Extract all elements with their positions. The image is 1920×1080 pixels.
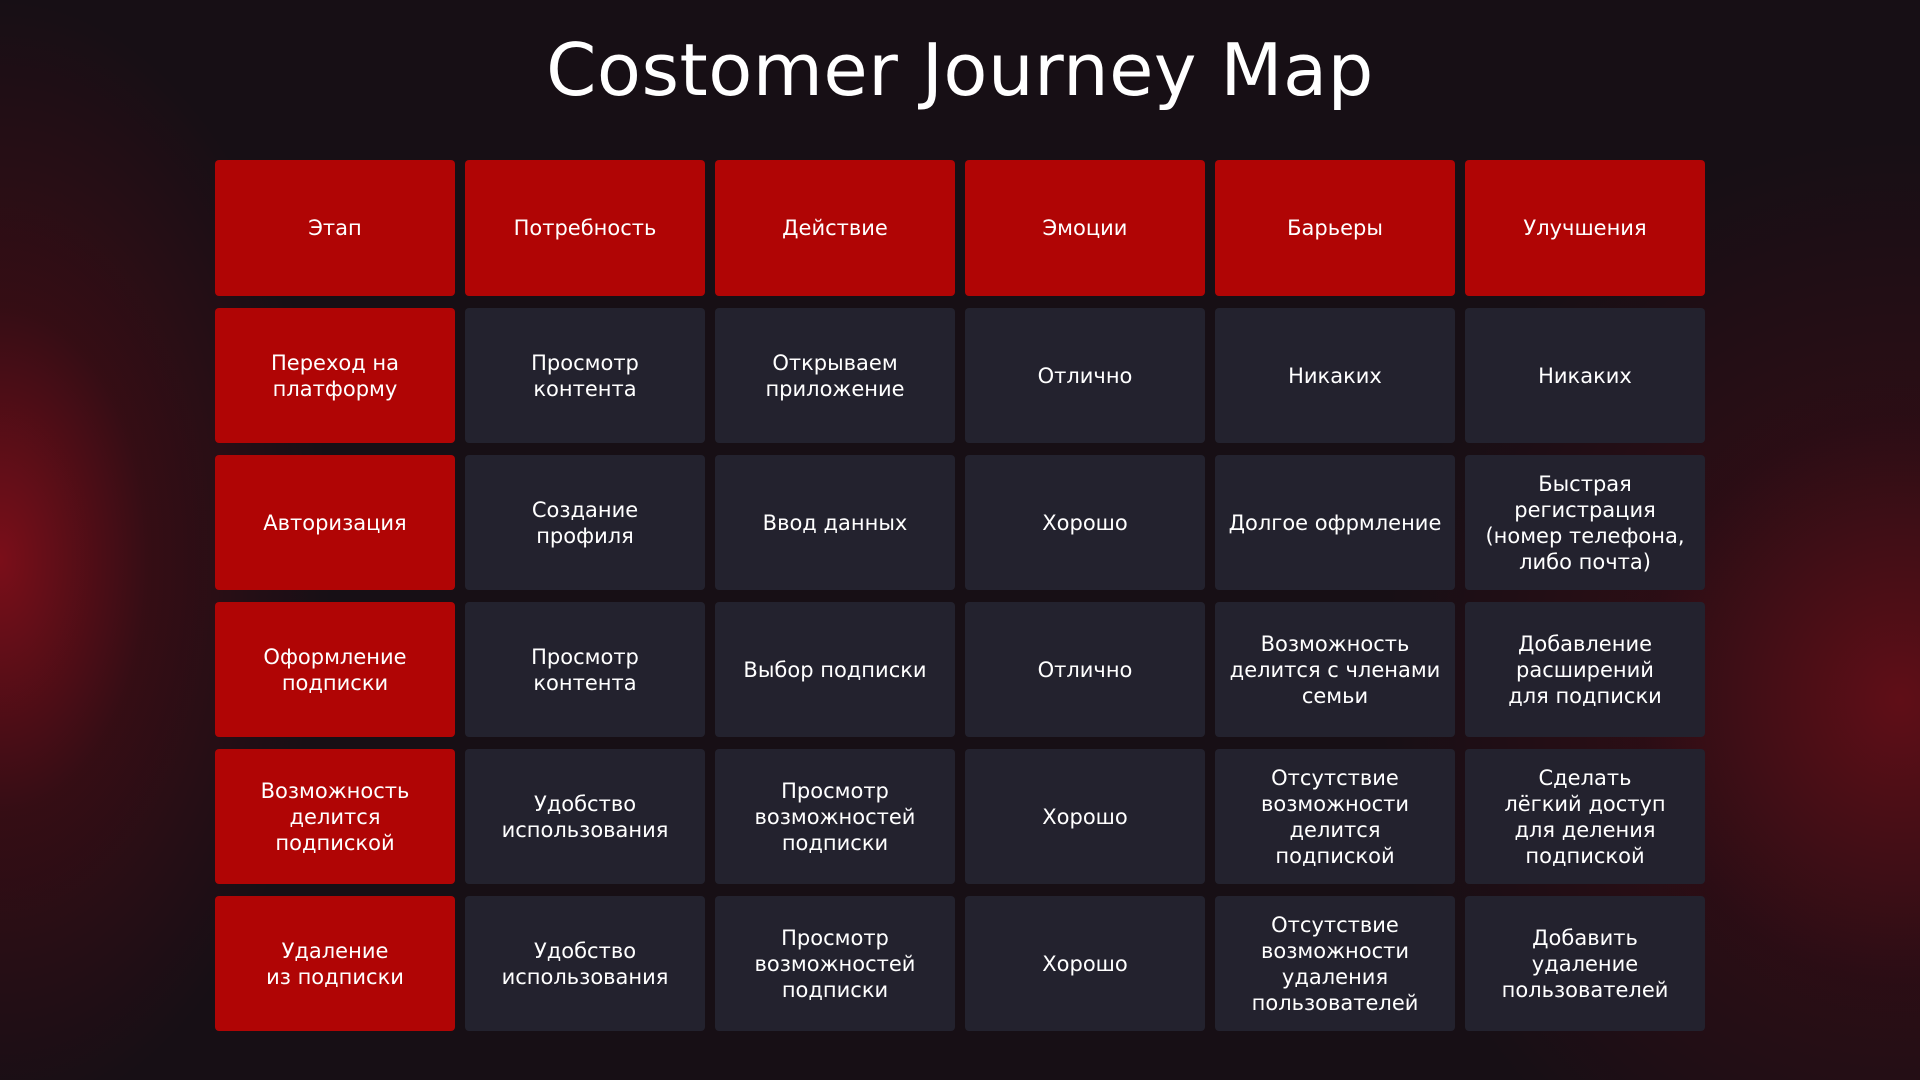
column-header-barriers: Барьеры — [1215, 160, 1455, 296]
column-header-need: Потребность — [465, 160, 705, 296]
action-cell: Ввод данных — [715, 455, 955, 590]
stage-cell: Возможность делится подпиской — [215, 749, 455, 884]
column-header-action: Действие — [715, 160, 955, 296]
emotion-cell: Хорошо — [965, 749, 1205, 884]
need-cell: Удобство использования — [465, 749, 705, 884]
action-cell: Выбор подписки — [715, 602, 955, 737]
barrier-cell: Отсутствие возможности удаления пользова… — [1215, 896, 1455, 1031]
column-header-emotions: Эмоции — [965, 160, 1205, 296]
emotion-cell: Отлично — [965, 602, 1205, 737]
improvement-cell: Быстрая регистрация (номер телефона, либ… — [1465, 455, 1705, 590]
column-header-stage: Этап — [215, 160, 455, 296]
column-header-improvements: Улучшения — [1465, 160, 1705, 296]
journey-map-table: Этап Потребность Действие Эмоции Барьеры… — [215, 160, 1705, 1031]
action-cell: Просмотр возможностей подписки — [715, 749, 955, 884]
improvement-cell: Никаких — [1465, 308, 1705, 443]
action-cell: Просмотр возможностей подписки — [715, 896, 955, 1031]
need-cell: Создание профиля — [465, 455, 705, 590]
barrier-cell: Долгое офрмление — [1215, 455, 1455, 590]
stage-cell: Авторизация — [215, 455, 455, 590]
barrier-cell: Никаких — [1215, 308, 1455, 443]
action-cell: Открываем приложение — [715, 308, 955, 443]
need-cell: Просмотр контента — [465, 308, 705, 443]
page-title: Costomer Journey Map — [546, 28, 1374, 112]
emotion-cell: Отлично — [965, 308, 1205, 443]
emotion-cell: Хорошо — [965, 896, 1205, 1031]
stage-cell: Удаление из подписки — [215, 896, 455, 1031]
need-cell: Удобство использования — [465, 896, 705, 1031]
improvement-cell: Сделать лёгкий доступ для деления подпис… — [1465, 749, 1705, 884]
improvement-cell: Добавить удаление пользователей — [1465, 896, 1705, 1031]
stage-cell: Переход на платформу — [215, 308, 455, 443]
barrier-cell: Отсутствие возможности делится подпиской — [1215, 749, 1455, 884]
improvement-cell: Добавление расширений для подписки — [1465, 602, 1705, 737]
stage-cell: Оформление подписки — [215, 602, 455, 737]
need-cell: Просмотр контента — [465, 602, 705, 737]
barrier-cell: Возможность делится с членами семьи — [1215, 602, 1455, 737]
emotion-cell: Хорошо — [965, 455, 1205, 590]
